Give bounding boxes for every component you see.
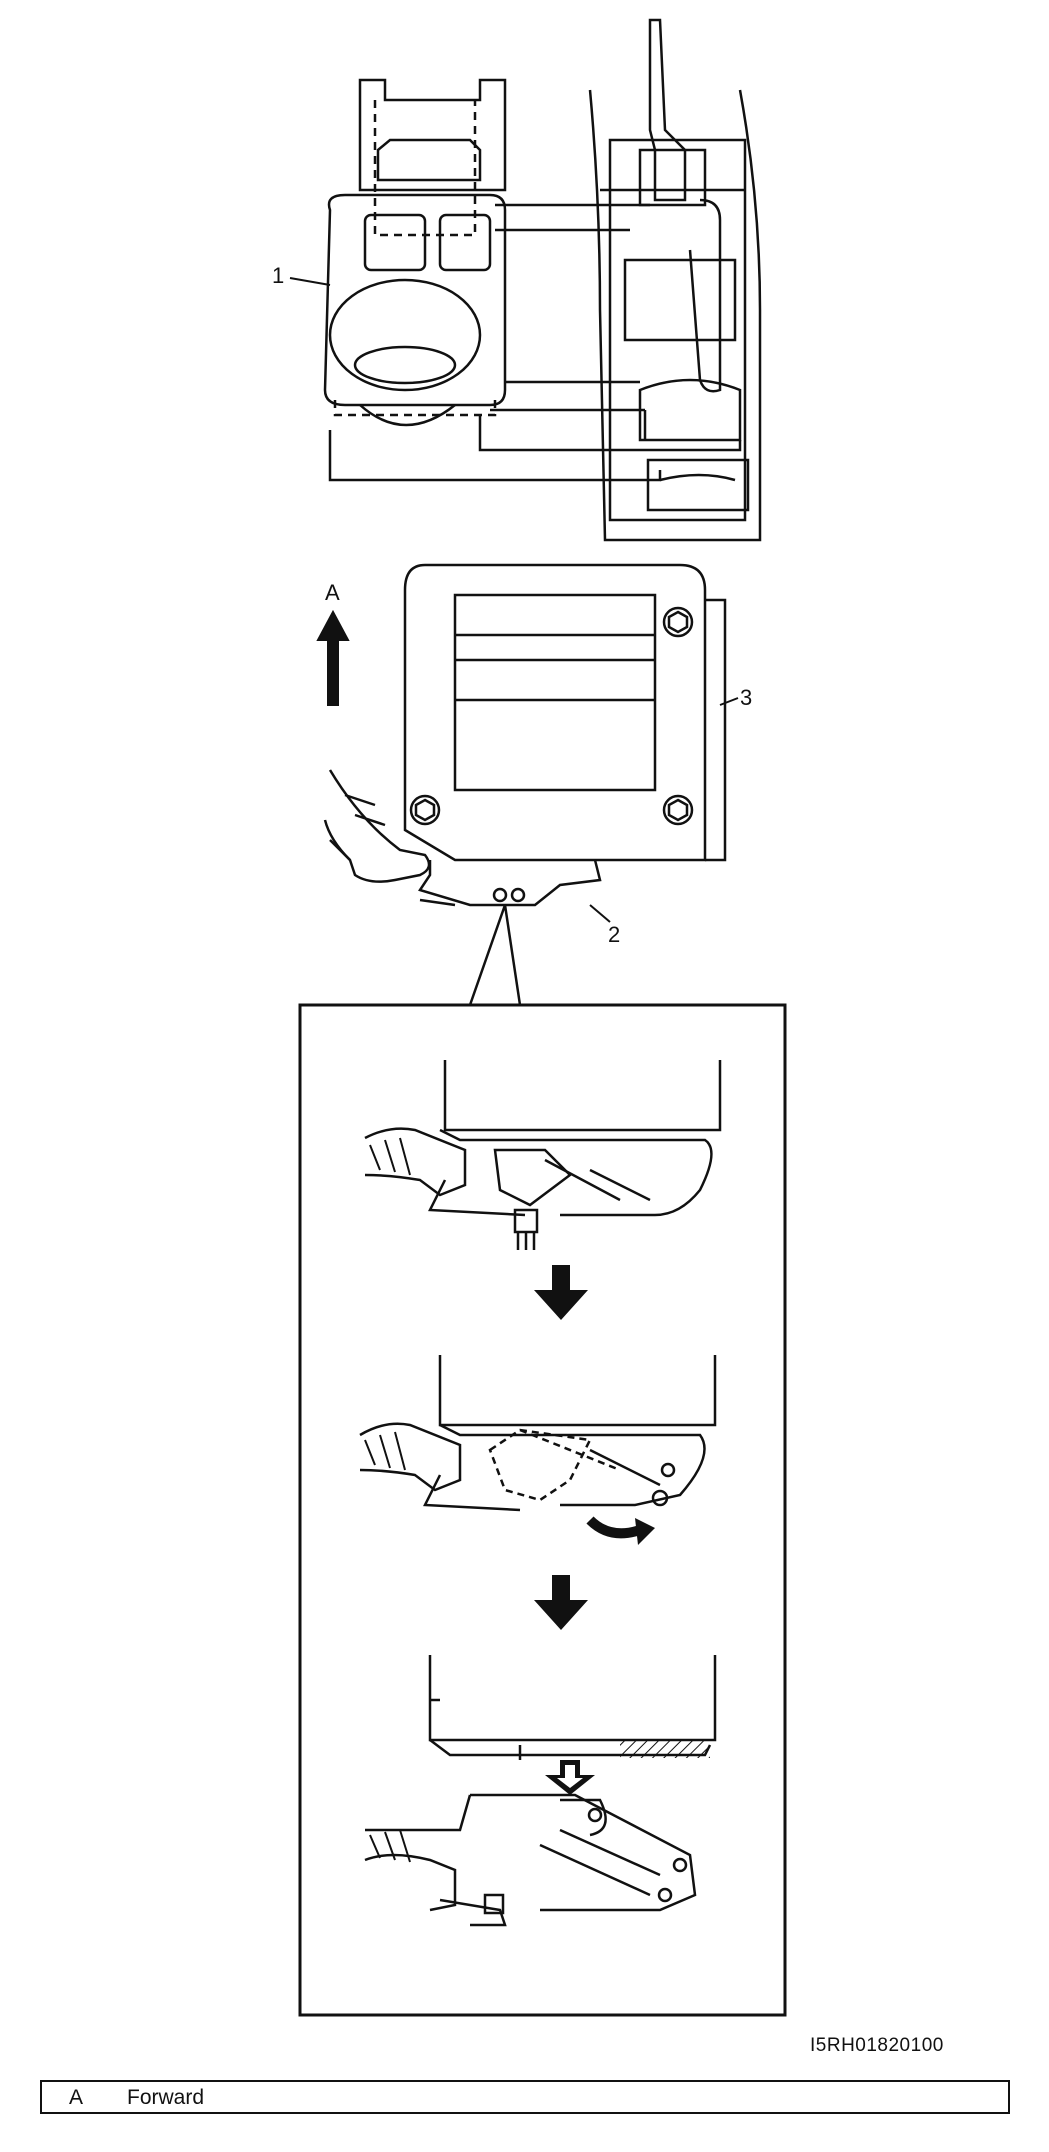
step-arrow-1 <box>534 1265 588 1320</box>
detail-step-1 <box>364 1060 722 1250</box>
sdm-module-drawing <box>323 563 727 1006</box>
legend-value: Forward <box>127 2086 205 2109</box>
forward-arrow <box>316 609 350 706</box>
figure-code: I5RH01820100 <box>810 2035 944 2056</box>
detail-step-2 <box>359 1355 717 1512</box>
svg-text:3: 3 <box>740 685 752 710</box>
svg-text:A: A <box>325 580 340 605</box>
callout-2: 2 <box>589 904 620 947</box>
rotate-arrow <box>586 1516 655 1545</box>
svg-text:1: 1 <box>272 263 284 288</box>
svg-text:2: 2 <box>608 922 620 947</box>
step-arrow-2 <box>534 1575 588 1630</box>
callout-3: 3 <box>719 685 752 710</box>
step-arrow-3 <box>545 1760 595 1795</box>
legend-key: A <box>69 2086 84 2109</box>
detail-frame <box>298 1003 787 2017</box>
callout-a: A <box>325 580 340 605</box>
legend-box: A Forward <box>40 2080 1010 2114</box>
console-drawing <box>323 18 762 542</box>
callout-1: 1 <box>272 263 331 288</box>
detail-step-3 <box>364 1655 717 1927</box>
